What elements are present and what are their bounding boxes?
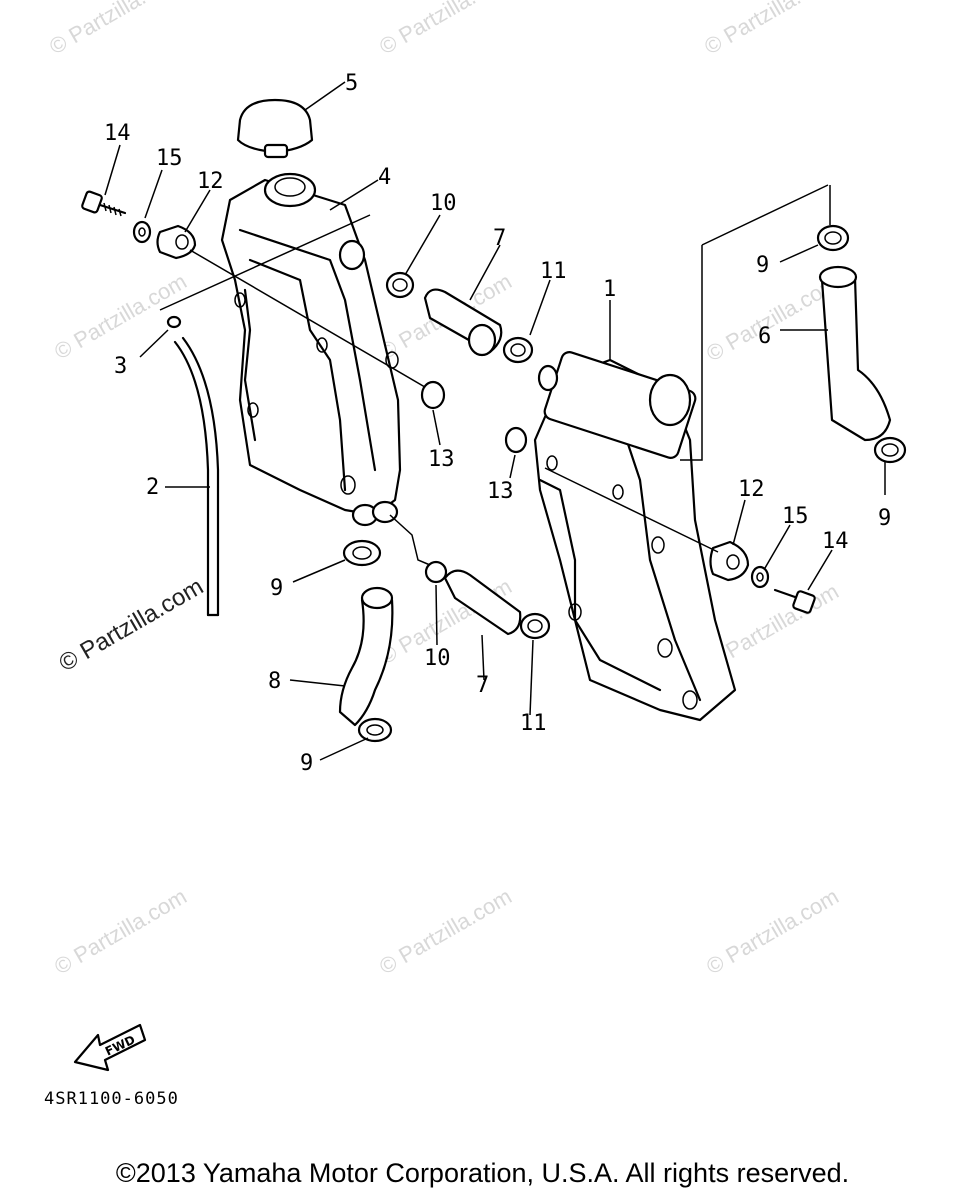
right-radiator — [533, 351, 737, 722]
upper-hose-assembly — [385, 271, 534, 364]
callout-13b: 13 — [487, 479, 514, 504]
right-mounting-hardware — [544, 467, 816, 614]
left-mounting-hardware — [81, 190, 431, 391]
callout-7b: 7 — [476, 673, 489, 698]
watermark: © Partzilla.com — [50, 269, 191, 365]
callout-11a: 11 — [540, 259, 567, 284]
hose-clip — [166, 315, 182, 329]
callout-4: 4 — [378, 165, 391, 190]
copyright-notice: ©2013 Yamaha Motor Corporation, U.S.A. A… — [115, 1158, 850, 1188]
callout-7a: 7 — [493, 226, 506, 251]
callout-14a: 14 — [104, 121, 131, 146]
callout-8: 8 — [268, 669, 281, 694]
fwd-arrow-icon: FWD — [73, 1023, 147, 1072]
callouts: 1 2 3 4 5 6 7 7 8 9 9 9 9 10 10 11 11 12… — [104, 71, 891, 776]
callout-13a: 13 — [428, 447, 455, 472]
callout-9b: 9 — [878, 506, 891, 531]
callout-5: 5 — [345, 71, 358, 96]
callout-9c: 9 — [270, 576, 283, 601]
callout-9d: 9 — [300, 751, 313, 776]
watermark-large: © Partzilla.com — [55, 573, 209, 677]
watermark: © Partzilla.com — [375, 884, 516, 980]
callout-14b: 14 — [822, 529, 849, 554]
callout-9a: 9 — [756, 253, 769, 278]
watermark: © Partzilla.com — [375, 0, 516, 59]
callout-6: 6 — [758, 324, 771, 349]
diagram-code: 4SR1100-6050 — [44, 1089, 179, 1109]
callout-2: 2 — [146, 475, 159, 500]
leader-lines — [104, 81, 886, 761]
radiator-cap — [236, 98, 314, 159]
callout-12b: 12 — [738, 477, 765, 502]
callout-15a: 15 — [156, 146, 183, 171]
callout-10b: 10 — [424, 646, 451, 671]
grommets — [420, 380, 528, 454]
watermark: © Partzilla.com — [50, 884, 191, 980]
lower-hose-assembly — [338, 514, 551, 743]
callout-1: 1 — [603, 277, 616, 302]
overflow-hose — [173, 336, 220, 617]
watermark: © Partzilla.com — [45, 0, 186, 59]
callout-15b: 15 — [782, 504, 809, 529]
left-radiator — [220, 172, 402, 527]
callout-10a: 10 — [430, 191, 457, 216]
callout-12a: 12 — [197, 169, 224, 194]
callout-11b: 11 — [520, 711, 547, 736]
callout-3: 3 — [114, 354, 127, 379]
watermark: © Partzilla.com — [700, 0, 841, 59]
watermark: © Partzilla.com — [702, 884, 843, 980]
right-hose-assembly — [680, 184, 907, 464]
